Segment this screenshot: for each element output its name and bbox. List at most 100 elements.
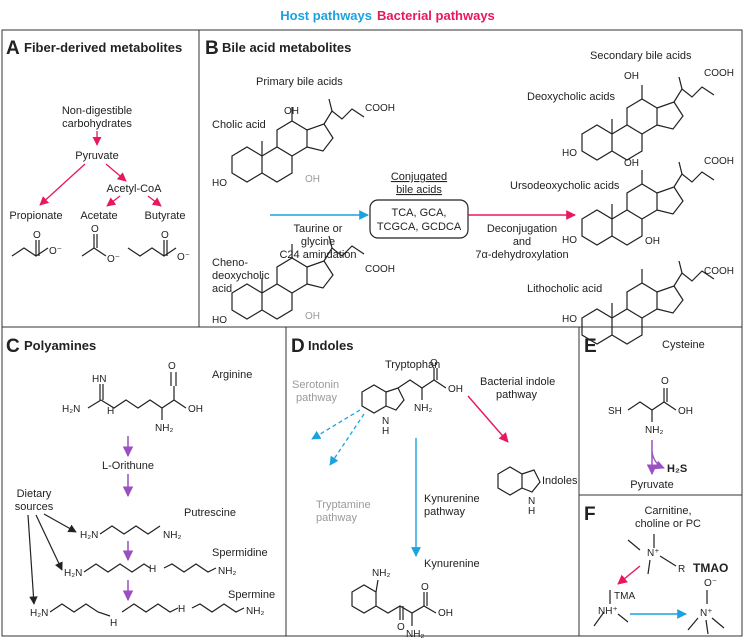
panel-c-letter: C (6, 336, 20, 357)
ursodeoxycholic-label: Ursodeoxycholic acids (510, 180, 620, 192)
indole-h: H (528, 506, 535, 517)
cysteine-structure: SH O OH NH₂ (608, 376, 693, 436)
non-digestible-label: Non-digestible (62, 105, 132, 117)
propionate-label: Propionate (9, 210, 62, 222)
spermine-chain (49, 603, 245, 617)
arginine-structure: HN H₂N H O OH NH₂ (62, 361, 203, 434)
propionate-o-minus: O⁻ (49, 246, 62, 257)
arrow-dietary-spermine (27, 514, 38, 605)
tma-nh-plus: NH⁺ (598, 606, 618, 617)
deoxycholic-label: Deoxycholic acids (527, 91, 616, 103)
carnitine-n-plus: N⁺ (647, 548, 660, 559)
h2s-label: H₂S (667, 463, 687, 475)
spermidine-h2n: H₂N (64, 568, 82, 579)
spermidine-chain (83, 563, 217, 573)
panel-b-letter: B (205, 38, 219, 59)
panel-e-letter: E (584, 336, 597, 357)
tryptophan-oh: OH (448, 384, 463, 395)
panel-d-title: Indoles (308, 338, 354, 353)
putrescine-nh2: NH₂ (163, 530, 181, 541)
spermidine-nh2: NH₂ (218, 566, 236, 577)
cholic-acid-label: Cholic acid (212, 119, 266, 131)
tryptophan-label: Tryptophan (385, 359, 440, 371)
litho-ho: HO (562, 314, 577, 325)
urso-oh-7: OH (645, 236, 660, 247)
conjugated-box (369, 199, 469, 239)
acetate-o-minus: O⁻ (107, 254, 120, 265)
panel-d: D Indoles Tryptophan N H O OH NH₂ Seroto… (291, 336, 578, 640)
spermine-nh2: NH₂ (246, 606, 264, 617)
litho-cooh: COOH (704, 266, 734, 277)
arginine-label: Arginine (212, 369, 252, 381)
cysteine-sh: SH (608, 406, 622, 417)
bacterial-indole-label-1: Bacterial indole (480, 376, 555, 388)
arginine-nh2: NH₂ (155, 423, 173, 434)
arrow-dietary-spermidine (35, 514, 63, 571)
secondary-bile-acids-label: Secondary bile acids (590, 50, 692, 62)
spermine-nh-2: H (178, 604, 185, 615)
and-label: and (513, 236, 531, 248)
panel-borders (1, 29, 743, 637)
cheno-label-3: acid (212, 283, 232, 295)
tmao-structure: O⁻ N⁺ (687, 578, 725, 635)
cheno-oh-7: OH (305, 311, 320, 322)
lithocholic-label: Lithocholic acid (527, 283, 602, 295)
arrow-tryptamine (329, 413, 365, 466)
arrow-bacterial-indole (467, 395, 509, 443)
deoxycholic-structure (581, 76, 715, 161)
kyn-pathway-label-2: pathway (424, 506, 465, 518)
arrow-pyruvate-acetylcoa (105, 163, 127, 182)
acetate-structure: O O⁻ (81, 224, 120, 265)
panel-c-title: Polyamines (24, 338, 96, 353)
deoxy-oh-top: OH (624, 71, 639, 82)
cheno-label-1: Cheno- (212, 257, 248, 269)
butyrate-label: Butyrate (145, 210, 186, 222)
putrescine-label: Putrescine (184, 507, 236, 519)
legend-bacterial: Bacterial pathways (377, 8, 495, 23)
kynurenine-nh2: NH₂ (372, 568, 390, 579)
kynurenine-o-keto: O (397, 622, 405, 633)
propionate-structure: O O⁻ (11, 230, 62, 257)
conjugated-label: Conjugated (391, 171, 447, 183)
serotonin-label-2: pathway (296, 392, 337, 404)
tmao-label: TMAO (693, 561, 728, 575)
pyruvate-label: Pyruvate (75, 150, 118, 162)
cheno-cooh: COOH (365, 264, 395, 275)
deoxy-ho: HO (562, 148, 577, 159)
primary-bile-acids-label: Primary bile acids (256, 76, 343, 88)
serotonin-label-1: Serotonin (292, 379, 339, 391)
glycine-label: glycine (301, 236, 335, 248)
deconjugation-label: Deconjugation (487, 223, 557, 235)
tryptamine-label-1: Tryptamine (316, 499, 371, 511)
box-line-2: TCGCA, GCDCA (377, 221, 462, 233)
tryptophan-h: H (382, 426, 389, 437)
panel-d-letter: D (291, 336, 305, 357)
cholic-oh-top: OH (284, 106, 299, 117)
spermine-h2n: H₂N (30, 608, 48, 619)
butyrate-o: O (161, 230, 169, 241)
tmao-o-minus: O⁻ (704, 578, 717, 589)
deoxy-cooh: COOH (704, 68, 734, 79)
panel-c: C Polyamines Arginine HN H₂N H O OH NH₂ … (6, 336, 275, 629)
propionate-o: O (33, 230, 41, 241)
urso-oh-top: OH (624, 158, 639, 169)
cholic-cooh: COOH (365, 103, 395, 114)
taurine-label: Taurine or (294, 223, 343, 235)
panel-a-letter: A (6, 38, 20, 59)
panel-f-letter: F (584, 504, 596, 525)
bacterial-indole-label-2: pathway (496, 389, 537, 401)
urso-ho: HO (562, 235, 577, 246)
cheno-label-2: deoxycholic (212, 270, 270, 282)
tryptophan-nh2: NH₂ (414, 403, 432, 414)
panel-e: E Cysteine SH O OH NH₂ H₂S Pyruvate (584, 336, 705, 491)
sources-label: sources (15, 501, 54, 513)
arginine-nh: H (107, 406, 114, 417)
panel-b: B Bile acid metabolites Primary bile aci… (205, 38, 734, 345)
carnitine-structure: N⁺ R (627, 534, 685, 575)
orithune-label: L-Orithune (102, 460, 154, 472)
arginine-o: O (168, 361, 176, 372)
indole-n: N (528, 496, 535, 507)
cysteine-nh2: NH₂ (645, 425, 663, 436)
dehydroxylation-label: 7α-dehydroxylation (475, 249, 568, 261)
